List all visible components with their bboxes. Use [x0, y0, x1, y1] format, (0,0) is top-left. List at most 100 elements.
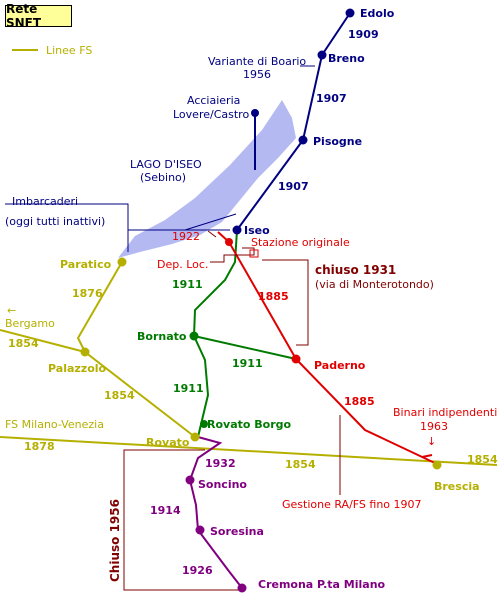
stazione-originale-pointer [207, 230, 217, 238]
station-label-paderno[interactable]: Paderno [314, 359, 366, 372]
dep-loc-label: Dep. Loc. [157, 258, 208, 271]
station-label-soncino[interactable]: Soncino [198, 478, 247, 491]
fs-line-milano-venezia [0, 436, 498, 466]
fs-line-paratico-rovato [76, 261, 196, 438]
year-1854-right: 1854 [467, 453, 498, 466]
station-dot-breno[interactable] [317, 50, 327, 60]
line-bornato-paderno [193, 335, 297, 360]
year-1914: 1914 [150, 504, 181, 517]
binari-label-line2: 1963 [420, 420, 448, 433]
year-1885-upper: 1885 [258, 290, 289, 303]
station-dot-edolo[interactable] [345, 8, 355, 18]
station-label-edolo[interactable]: Edolo [360, 7, 395, 20]
chiuso-1931-label: chiuso 1931 [315, 263, 396, 277]
lago-label-line1: LAGO D'ISEO [130, 158, 202, 171]
station-label-brescia[interactable]: Brescia [434, 480, 480, 493]
line-iseo-rovato [192, 229, 297, 438]
station-dot-pisogne[interactable] [298, 135, 308, 145]
gestione-label: Gestione RA/FS fino 1907 [282, 498, 422, 511]
station-dot-rovato-borgo[interactable] [200, 420, 208, 428]
year-1854-bergamo: 1854 [8, 337, 39, 350]
station-dot-bornato[interactable] [189, 331, 199, 341]
year-1922: 1922 [172, 230, 200, 243]
red-station-dots [225, 238, 301, 364]
stazione-originale-label: Stazione originale [251, 236, 350, 249]
station-dot-iseo[interactable] [232, 225, 242, 235]
line-rovato-cremona [188, 436, 243, 589]
station-dot-palazzolo[interactable] [80, 347, 90, 357]
year-1885-lower: 1885 [344, 395, 375, 408]
year-1876: 1876 [72, 287, 103, 300]
binari-label-line1: Binari indipendenti [393, 406, 497, 419]
variante-label-line1: Variante di Boario [208, 55, 306, 68]
lago-label-line2: (Sebino) [140, 171, 186, 184]
station-label-bornato[interactable]: Bornato [137, 330, 187, 343]
station-dot-paderno[interactable] [291, 354, 301, 364]
monterotondo-label: (via di Monterotondo) [315, 278, 434, 291]
station-label-cremona[interactable]: Cremona P.ta Milano [258, 578, 386, 591]
station-label-breno[interactable]: Breno [328, 52, 365, 65]
fs-line-bergamo-palazzolo [0, 329, 86, 353]
fs-milano-venezia-label[interactable]: FS Milano-Venezia [5, 418, 104, 431]
imbarcaderi-label-line1: Imbarcaderi [12, 195, 78, 208]
imbarcaderi-callout [5, 203, 129, 252]
chiuso-1956-bracket [123, 449, 240, 591]
station-label-rovato[interactable]: Rovato [146, 436, 190, 449]
acciaieria-label-line1: Acciaieria [187, 94, 240, 107]
year-1907-upper: 1907 [316, 92, 347, 105]
year-1854-palazzolo: 1854 [104, 389, 135, 402]
station-dot-cremona[interactable] [237, 583, 247, 593]
lago-pointer [184, 213, 237, 231]
line-iseo-paderno-brescia [228, 241, 438, 465]
year-1926: 1926 [182, 564, 213, 577]
map-title: Rete SNFT [5, 2, 72, 30]
year-1911-lower: 1911 [173, 382, 204, 395]
chiuso-1931-bracket [262, 259, 309, 346]
station-dot-soresina[interactable] [195, 525, 205, 535]
dep-loc-marker [249, 249, 259, 258]
variante-label-line2: 1956 [243, 68, 271, 81]
station-label-rovato-borgo[interactable]: Rovato Borgo [207, 418, 292, 431]
station-label-pisogne[interactable]: Pisogne [313, 135, 362, 148]
lake-iseo [118, 100, 296, 258]
station-dot-soncino[interactable] [185, 475, 195, 485]
station-dot-brescia[interactable] [432, 460, 442, 470]
station-dot-stazione-originale[interactable] [225, 238, 233, 246]
bergamo-arrow: ← [7, 304, 16, 317]
navy-station-dots [232, 8, 355, 235]
year-1911-middle: 1911 [232, 357, 263, 370]
acciaieria-label-line2: Lovere/Castro [173, 108, 249, 121]
station-label-palazzolo[interactable]: Palazzolo [48, 362, 107, 375]
year-1854-middle: 1854 [285, 458, 316, 471]
line-edolo-iseo [236, 12, 351, 231]
note-lines [123, 230, 341, 591]
station-dot-paratico[interactable] [117, 257, 127, 267]
bergamo-label[interactable]: Bergamo [5, 317, 55, 330]
year-1878: 1878 [24, 440, 55, 453]
fs-lines [0, 261, 498, 466]
binari-arrow: ↓ [427, 435, 436, 448]
line-edolo-pisogne [302, 12, 351, 141]
legend-label: Linee FS [46, 44, 92, 57]
binari-marker [421, 454, 433, 458]
station-dot-rovato[interactable] [190, 432, 200, 442]
station-label-paratico[interactable]: Paratico [60, 258, 112, 271]
station-dot-acciaieria[interactable] [251, 109, 259, 117]
year-1932: 1932 [205, 457, 236, 470]
dep-loc-pointer [210, 247, 255, 263]
purple-station-dots [185, 475, 247, 593]
green-station-dots [189, 331, 208, 428]
chiuso-1956-label: Chiuso 1956 [108, 499, 122, 582]
station-label-iseo[interactable]: Iseo [244, 224, 270, 237]
line-pisogne-iseo [236, 139, 304, 231]
year-1911-upper: 1911 [172, 278, 203, 291]
line-rovato-soncino-cremona [188, 436, 243, 589]
year-1909: 1909 [348, 28, 379, 41]
station-label-soresina[interactable]: Soresina [210, 525, 264, 538]
year-1907-lower: 1907 [278, 180, 309, 193]
fs-station-dots [80, 257, 442, 470]
line-iseo-bornato-rovato [192, 229, 238, 438]
imbarcaderi-label-line2: (oggi tutti inattivi) [5, 215, 105, 228]
